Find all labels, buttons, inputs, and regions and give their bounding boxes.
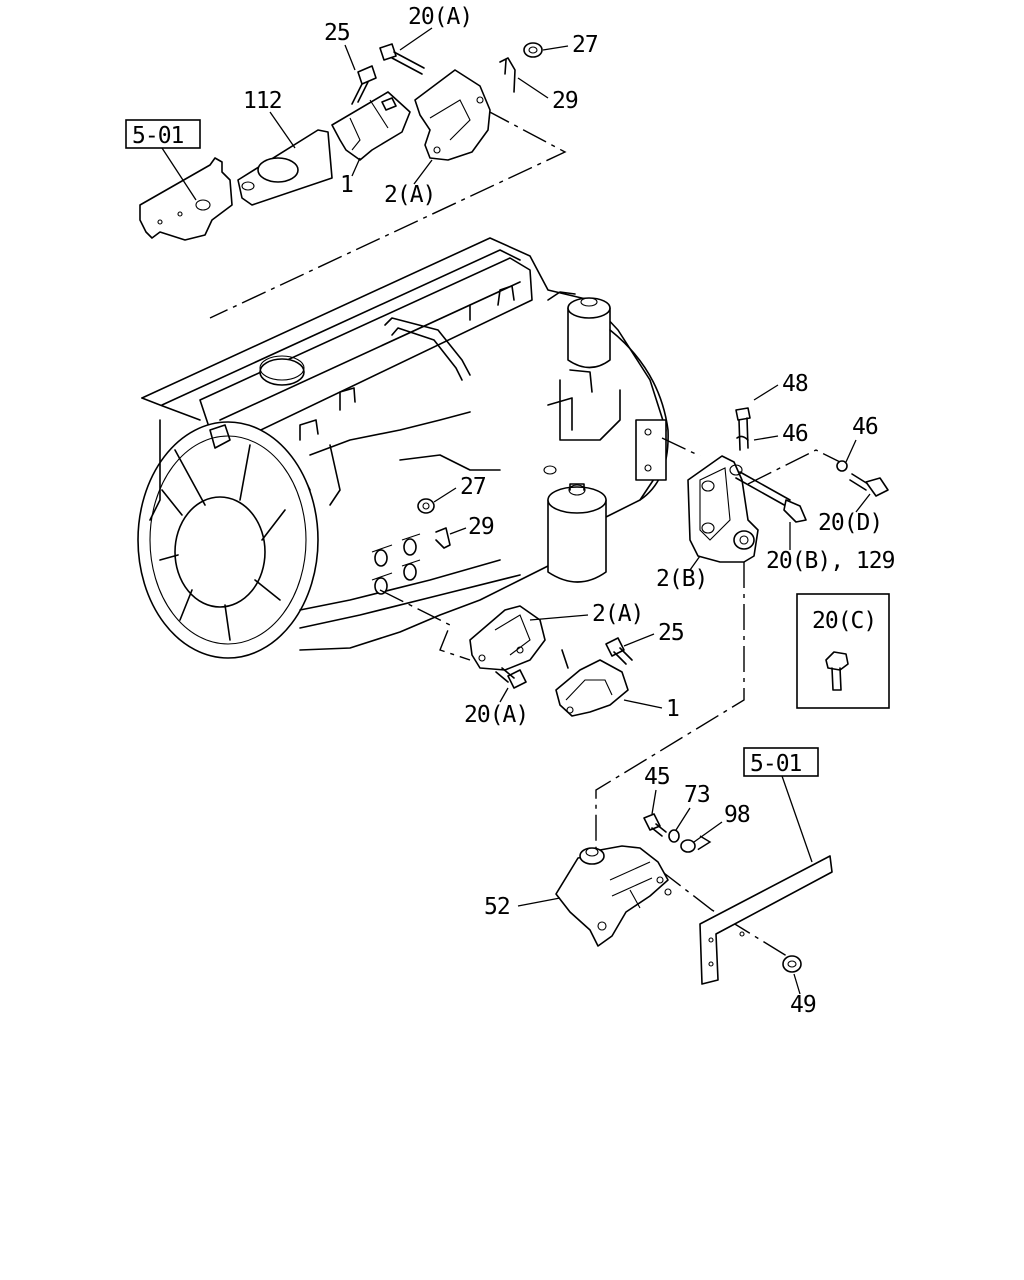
washer-73-part (668, 829, 680, 843)
label-49: 49 (790, 992, 816, 1018)
label-1-mid: 1 (666, 696, 679, 722)
label-112: 112 (243, 88, 282, 114)
label-45: 45 (644, 764, 670, 790)
rear-bracket-assembly (661, 407, 889, 563)
top-assembly-guide-line (209, 109, 567, 319)
rear-bracket-guide-line (661, 437, 701, 457)
label-5-01-bottom: 5-01 (750, 751, 802, 777)
left-mount-guide-line (379, 589, 471, 661)
label-73: 73 (684, 782, 710, 808)
label-29-mid: 29 (468, 514, 494, 540)
bolt-25-mid-part (605, 637, 625, 657)
top-labels: 25 20(A) 27 29 112 5-01 1 2(A) (125, 4, 599, 208)
nut-27-top-part (523, 42, 543, 58)
label-48: 48 (782, 371, 808, 397)
label-27-mid: 27 (460, 474, 486, 500)
top-bracket-assembly (139, 42, 567, 319)
detail-box-20c: 20(C) (796, 593, 890, 709)
bolt-45-part (643, 813, 661, 831)
label-46-right: 46 (852, 414, 878, 440)
cooling-fan (137, 419, 319, 659)
washer-98-part (680, 839, 696, 853)
lower-mount-assembly (555, 562, 833, 985)
label-46-left: 46 (782, 421, 808, 447)
left-mount-labels: 27 29 2(A) 25 1 20(A) (433, 474, 685, 728)
label-27-top: 27 (572, 32, 598, 58)
label-2a-mid: 2(A) (592, 601, 643, 627)
label-5-01-top: 5-01 (132, 123, 184, 149)
label-20c: 20(C) (812, 608, 876, 634)
engine-bracket-2a-mid-part (469, 605, 546, 671)
label-2a-top: 2(A) (384, 182, 435, 208)
label-1-top: 1 (340, 172, 353, 198)
ref-box-5-01-top (125, 119, 201, 149)
washer-46-right-part (836, 460, 848, 472)
clip-29-top-part (499, 57, 516, 93)
label-20d: 20(D) (818, 510, 882, 536)
oil-filler-cap (259, 358, 305, 386)
engine-block (137, 237, 669, 659)
label-20a-mid: 20(A) (464, 702, 528, 728)
frame-rail-part (699, 855, 833, 985)
label-20b-129: 20(B), 129 (766, 548, 895, 574)
label-25-top: 25 (324, 20, 350, 46)
flywheel-housing-flange (635, 419, 667, 481)
clip-29-mid-part (435, 527, 451, 549)
bolt-48-part (735, 407, 751, 421)
frame-bracket-part (139, 157, 233, 241)
bolt-25-top-part (357, 65, 377, 85)
bolt-20c-part (825, 651, 849, 671)
oil-filter-canister (547, 499, 607, 583)
left-mount-assembly (379, 498, 633, 717)
bolt-20b-part (735, 471, 791, 507)
label-98: 98 (724, 802, 750, 828)
nut-27-mid-part (417, 498, 435, 514)
detail-box-frame (796, 593, 890, 709)
engine-bracket-2a-top-part (414, 69, 491, 161)
nut-49-part (782, 955, 802, 973)
label-25-mid: 25 (658, 620, 684, 646)
washer-46-part (736, 435, 749, 441)
label-52: 52 (484, 894, 510, 920)
rubber-mount-mid-part (555, 659, 629, 717)
lower-guide-line (595, 562, 745, 848)
intake-canister (567, 307, 611, 369)
bolt-20a-top-part (379, 43, 397, 61)
label-29-top: 29 (552, 88, 578, 114)
label-20a-top: 20(A) (408, 4, 472, 30)
engine-outline (141, 237, 667, 651)
ref-box-5-01-bottom (743, 747, 819, 777)
lower-labels: 5-01 45 73 98 52 49 (484, 747, 819, 1018)
rear-bracket-labels: 48 46 46 20(D) 20(B), 129 2(B) (656, 371, 896, 592)
bolt-20a-mid-part (507, 669, 527, 689)
label-2b: 2(B) (656, 566, 707, 592)
